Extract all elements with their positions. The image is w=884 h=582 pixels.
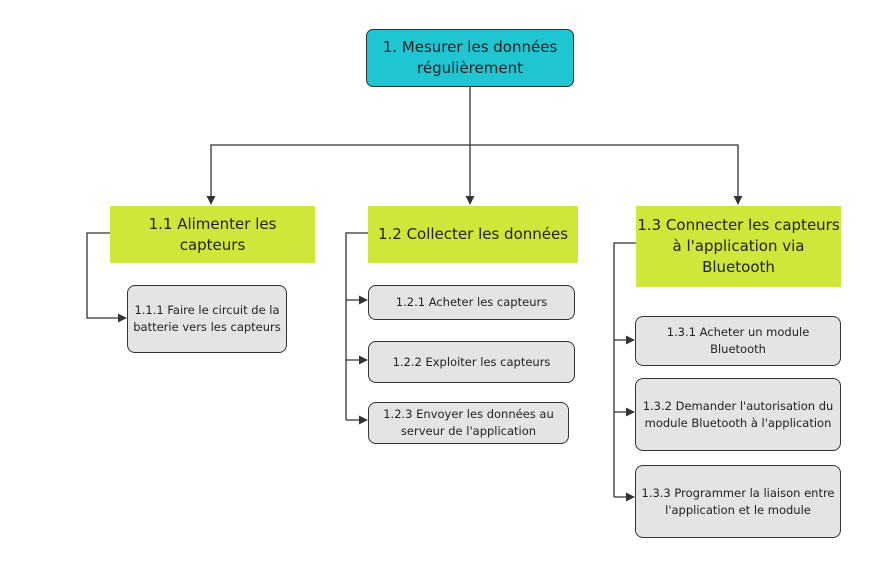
node-1-2-1-label: 1.2.1 Acheter les capteurs: [395, 295, 548, 309]
node-1-1-1-label: 1.1.1 Faire le circuit de la batterie ve…: [133, 303, 281, 334]
connector-1-1-to-1-1-1: [86, 232, 127, 323]
connector-1-2-bus: [345, 232, 368, 420]
node-1-3-2: 1.3.2 Demander l'autorisation du module …: [635, 378, 841, 451]
node-1-2-label: 1.2 Collecter les données: [377, 225, 569, 243]
node-1-2-2-label: 1.2.2 Exploiter les capteurs: [392, 354, 551, 369]
node-1-2-3-label: 1.2.3 Envoyer les données au serveur de …: [383, 407, 554, 438]
connector-root-to-1-1: [206, 144, 470, 205]
node-1-3-2-label: 1.3.2 Demander l'autorisation du module …: [642, 398, 834, 430]
connector-root-to-1-3: [470, 144, 743, 205]
root-node-label: 1. Mesurer les données régulièrement: [382, 38, 558, 77]
node-1-3-3: 1.3.3 Programmer la liaison entre l'appl…: [635, 465, 841, 538]
node-1-1-label: 1.1 Alimenter les capteurs: [148, 214, 277, 254]
node-1-3-3-label: 1.3.3 Programmer la liaison entre l'appl…: [641, 485, 835, 517]
node-1-2-2: 1.2.2 Exploiter les capteurs: [368, 341, 575, 383]
node-1-3-label: 1.3 Connecter les capteurs à l'applicati…: [637, 216, 840, 276]
node-1-1-1: 1.1.1 Faire le circuit de la batterie ve…: [127, 285, 287, 353]
node-1-3-1-label: 1.3.1 Acheter un module Bluetooth: [666, 325, 810, 356]
node-1-1: 1.1 Alimenter les capteurs: [110, 206, 315, 263]
node-1-2-3: 1.2.3 Envoyer les données au serveur de …: [368, 402, 569, 444]
root-node: 1. Mesurer les données régulièrement: [366, 29, 574, 87]
node-1-2: 1.2 Collecter les données: [368, 206, 578, 263]
node-1-2-1: 1.2.1 Acheter les capteurs: [368, 285, 575, 320]
node-1-3-1: 1.3.1 Acheter un module Bluetooth: [635, 316, 841, 366]
connector-1-3-bus: [613, 242, 636, 497]
node-1-3: 1.3 Connecter les capteurs à l'applicati…: [636, 206, 841, 287]
